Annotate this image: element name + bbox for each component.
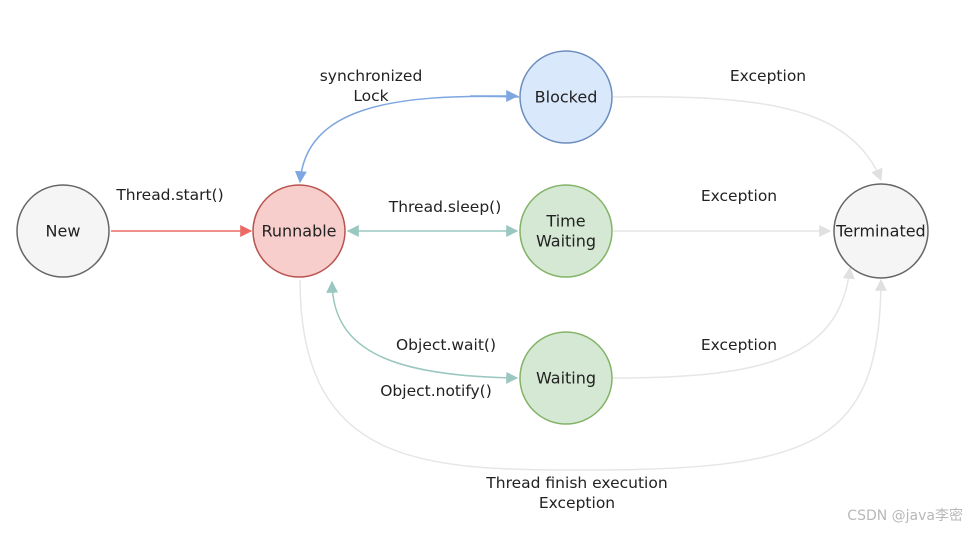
node-blocked-circle	[519, 50, 613, 144]
edge-label-blocked-exception: Exception	[730, 67, 806, 85]
edge-wait-notify	[326, 280, 519, 384]
edge-sync-to-runnable	[294, 95, 520, 184]
node-blocked: Blocked	[519, 50, 613, 144]
edge-label-finish-line2: Exception	[539, 494, 615, 512]
node-time-waiting-label-line1: Time	[545, 212, 585, 231]
edge-label-waiting-exception: Exception	[701, 336, 777, 354]
edge-waiting-exception	[612, 266, 855, 379]
node-waiting-label: Waiting	[536, 369, 596, 388]
edges	[111, 90, 887, 471]
edge-label-sleep: Thread.sleep()	[388, 198, 502, 216]
node-time-waiting-circle	[519, 184, 613, 278]
node-new: New	[16, 184, 110, 278]
node-new-circle	[16, 184, 110, 278]
node-new-label: New	[46, 222, 81, 241]
node-time-waiting-label-line2: Waiting	[536, 232, 596, 251]
node-time-waiting: Time Waiting	[519, 184, 613, 278]
node-waiting-circle	[519, 331, 613, 425]
edge-label-start: Thread.start()	[115, 186, 223, 204]
node-waiting: Waiting	[519, 331, 613, 425]
node-terminated: Terminated	[833, 183, 929, 279]
node-terminated-circle	[833, 183, 929, 279]
node-terminated-label: Terminated	[835, 222, 925, 241]
watermark: CSDN @java李密	[847, 508, 963, 524]
node-runnable-circle	[252, 184, 346, 278]
edge-label-sync-line1: synchronized	[320, 67, 423, 85]
edge-label-time-waiting-exception: Exception	[701, 187, 777, 205]
node-runnable: Runnable	[252, 184, 346, 278]
edge-label-sync-line2: Lock	[353, 87, 388, 105]
edge-finish-execution	[299, 278, 887, 471]
edge-label-wait: Object.wait()	[396, 336, 496, 354]
node-blocked-label: Blocked	[535, 88, 598, 107]
edge-blocked-exception	[612, 96, 883, 182]
edge-label-finish-line1: Thread finish execution	[485, 474, 667, 492]
edge-label-notify: Object.notify()	[380, 382, 492, 400]
node-runnable-label: Runnable	[261, 222, 336, 241]
